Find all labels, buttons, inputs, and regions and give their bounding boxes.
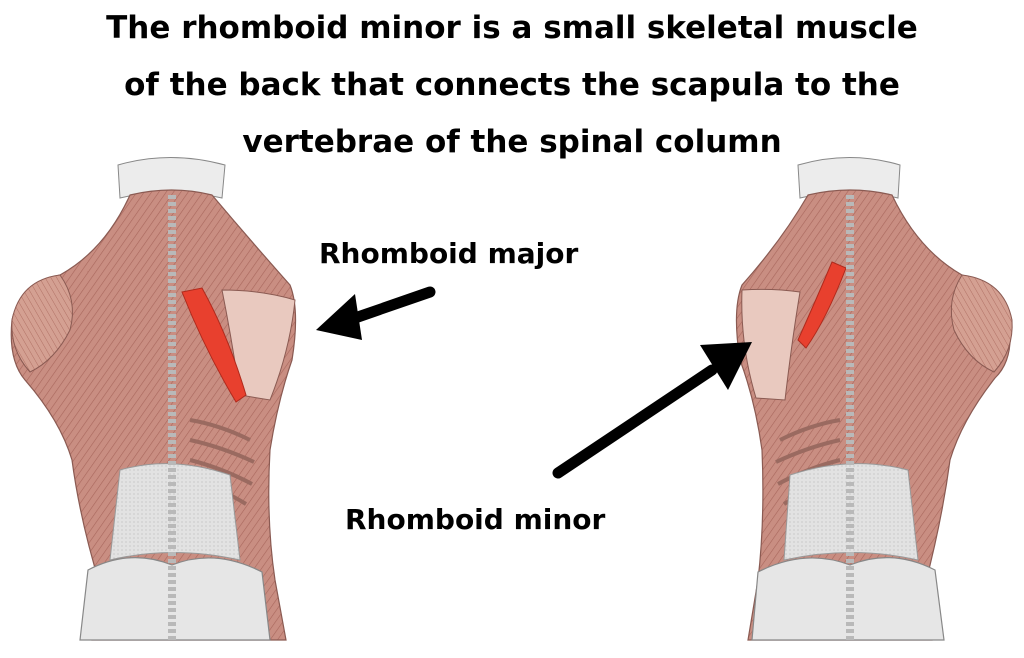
left-back-figure	[10, 157, 297, 641]
right-arm-stub	[950, 274, 1013, 373]
page-title: The rhomboid minor is a small skeletal m…	[0, 0, 1024, 171]
right-scapula	[741, 288, 801, 401]
title-line-3: vertebrae of the spinal column	[242, 124, 782, 160]
left-scapula	[221, 289, 296, 401]
label-rhomboid-major: Rhomboid major	[319, 237, 579, 270]
right-rhomboid-highlight	[797, 261, 847, 349]
title-line-1: The rhomboid minor is a small skeletal m…	[106, 10, 918, 46]
arrow-to-rhomboid-minor	[552, 342, 752, 479]
arrow-to-rhomboid-major	[316, 286, 436, 340]
left-pelvis	[79, 557, 271, 641]
title-line-2: of the back that connects the scapula to…	[124, 67, 900, 103]
right-back-figure	[735, 157, 1013, 641]
left-arm-stub	[11, 274, 73, 373]
label-rhomboid-minor: Rhomboid minor	[345, 503, 606, 536]
left-rhomboid-highlight	[181, 287, 247, 403]
right-pelvis	[751, 557, 945, 641]
